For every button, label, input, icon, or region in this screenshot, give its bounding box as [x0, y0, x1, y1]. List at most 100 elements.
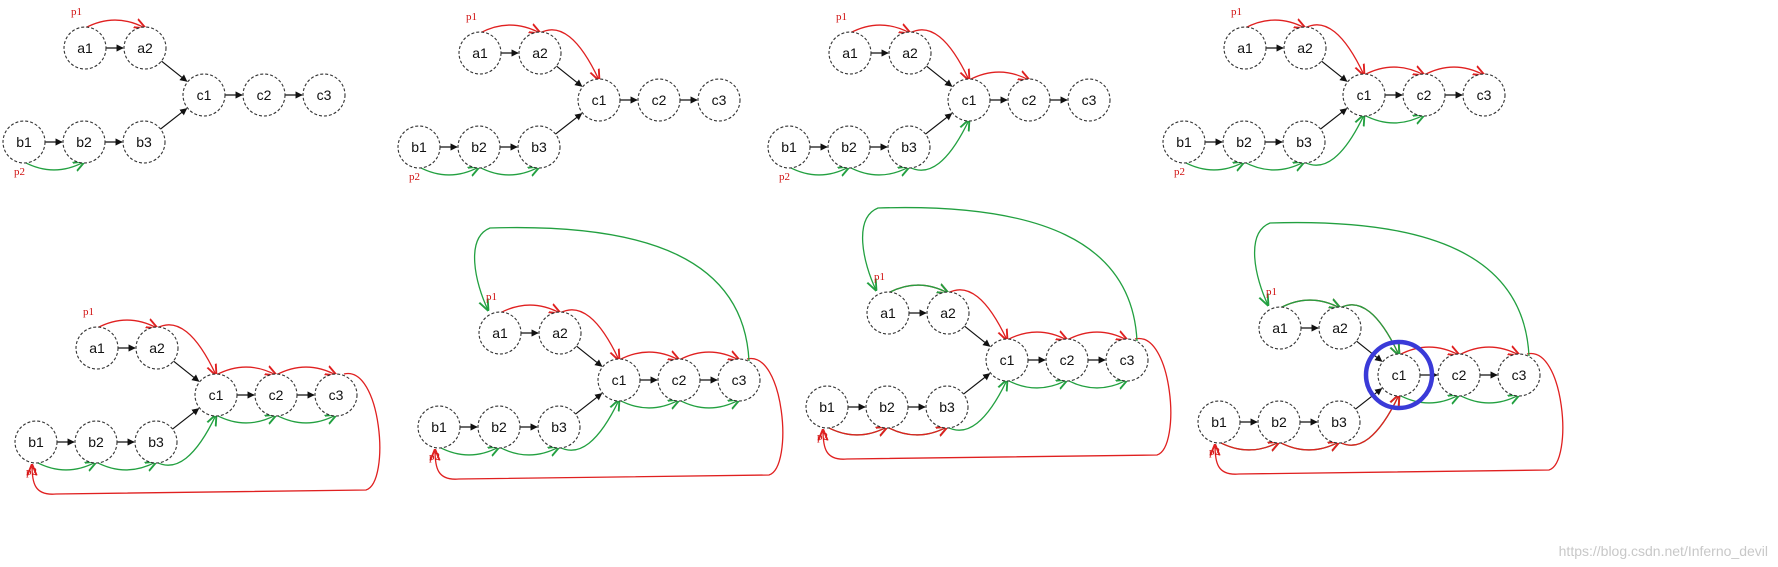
node-a2-circle	[135, 326, 179, 370]
node-c3: c3	[1497, 353, 1541, 397]
node-a2-circle	[518, 31, 562, 75]
pointer-label-p2: p2	[429, 451, 440, 463]
p2-step-b3-c1	[155, 415, 216, 466]
link-b3-c1	[555, 113, 583, 135]
node-b3-label: b3	[1296, 134, 1312, 150]
node-c3: c3	[302, 73, 346, 117]
node-c2: c2	[254, 373, 298, 417]
p2-step-b1-b2	[438, 447, 499, 455]
node-b2: b2	[865, 385, 909, 429]
pointer-label-p2: p2	[817, 431, 828, 443]
node-a2-label: a2	[902, 45, 918, 61]
node-b1-circle	[14, 420, 58, 464]
p1-step-a2-c1	[947, 289, 1007, 340]
p1-lap2-b2-b3	[886, 427, 947, 435]
p2-step-b1-b2	[1183, 162, 1244, 170]
node-b3-label: b3	[551, 419, 567, 435]
node-c2: c2	[1402, 73, 1446, 117]
node-c2-label: c2	[1417, 87, 1432, 103]
p2-step-b2-b3	[1243, 162, 1304, 170]
node-a1: a1	[478, 311, 522, 355]
pointer-label-p2: p2	[14, 166, 25, 178]
node-c3-circle	[314, 373, 358, 417]
node-b3-circle	[134, 420, 178, 464]
node-c2-circle	[254, 373, 298, 417]
node-b3: b3	[517, 125, 561, 169]
node-a2-circle	[1318, 306, 1362, 350]
node-b2-label: b2	[879, 399, 895, 415]
node-b3: b3	[122, 120, 166, 164]
node-c3: c3	[1462, 73, 1506, 117]
node-b1: b1	[1162, 120, 1206, 164]
node-c2: c2	[1437, 353, 1481, 397]
node-c3-label: c3	[317, 87, 332, 103]
node-a2: a2	[1283, 26, 1327, 70]
p1-lap2-b1-b2	[826, 427, 887, 435]
p1-step-a1-a2	[84, 20, 145, 28]
p1-step-c1-c2	[1006, 332, 1067, 340]
p2-step-b2-b3	[478, 167, 539, 175]
node-b2-circle	[865, 385, 909, 429]
p1-step-a2-c1	[559, 309, 619, 360]
p2-tail-return	[1253, 221, 1530, 357]
p2-step-b2-b3	[95, 462, 156, 470]
pointer-label-p1: p1	[83, 306, 94, 318]
node-b2-label: b2	[88, 434, 104, 450]
node-b1-label: b1	[28, 434, 44, 450]
node-b2-label: b2	[491, 419, 507, 435]
node-c1-circle	[1342, 73, 1386, 117]
node-c1: c1	[597, 358, 641, 402]
p2-step-b1-b2	[35, 462, 96, 470]
node-c3-circle	[1067, 78, 1111, 122]
p2-lap2-a1-a2	[1279, 300, 1340, 308]
node-b3-circle	[1317, 400, 1361, 444]
node-c1-circle	[985, 338, 1029, 382]
node-a1-circle	[478, 311, 522, 355]
node-b1: b1	[397, 125, 441, 169]
p2-step-b2-b3	[498, 447, 559, 455]
p1-step-c2-c3	[1458, 347, 1519, 355]
node-c1: c1	[947, 78, 991, 122]
node-c1-circle	[597, 358, 641, 402]
highlight-c1-ring	[1363, 339, 1435, 411]
node-a2-label: a2	[1297, 40, 1313, 56]
node-c2-circle	[1045, 338, 1089, 382]
node-b2-circle	[62, 120, 106, 164]
node-a1-label: a1	[1237, 40, 1253, 56]
node-a1-label: a1	[472, 45, 488, 61]
node-b1: b1	[2, 120, 46, 164]
node-b1-circle	[805, 385, 849, 429]
node-b2-label: b2	[1236, 134, 1252, 150]
node-a2-label: a2	[552, 325, 568, 341]
node-b1-label: b1	[1176, 134, 1192, 150]
p2-step-b3-c1	[946, 380, 1007, 431]
p1-step-a1-a2	[499, 305, 560, 313]
node-c3-label: c3	[1082, 92, 1097, 108]
node-c1: c1	[985, 338, 1029, 382]
p2-step-c1-c2	[1006, 380, 1067, 388]
pointer-label-p1: p1	[874, 271, 885, 283]
pointer-label-p1: p1	[466, 11, 477, 23]
node-c2-label: c2	[672, 372, 687, 388]
p1-step-c1-c2	[1398, 347, 1459, 355]
link-b3-c1	[1320, 108, 1348, 130]
node-c2-circle	[637, 78, 681, 122]
p1-tail-return	[32, 373, 381, 495]
node-b3-label: b3	[148, 434, 164, 450]
node-a1-label: a1	[492, 325, 508, 341]
node-a2-label: a2	[532, 45, 548, 61]
link-a2-c1	[161, 60, 188, 82]
node-c3-label: c3	[732, 372, 747, 388]
node-c1-circle	[1377, 353, 1421, 397]
node-c3-circle	[717, 358, 761, 402]
pointer-label-p2: p2	[1209, 446, 1220, 458]
node-c1-circle	[182, 73, 226, 117]
node-a1-label: a1	[89, 340, 105, 356]
node-c3-label: c3	[1120, 352, 1135, 368]
link-b3-c1	[925, 113, 953, 135]
node-b1: b1	[767, 125, 811, 169]
node-b3-circle	[122, 120, 166, 164]
node-b1: b1	[417, 405, 461, 449]
node-a2-circle	[538, 311, 582, 355]
